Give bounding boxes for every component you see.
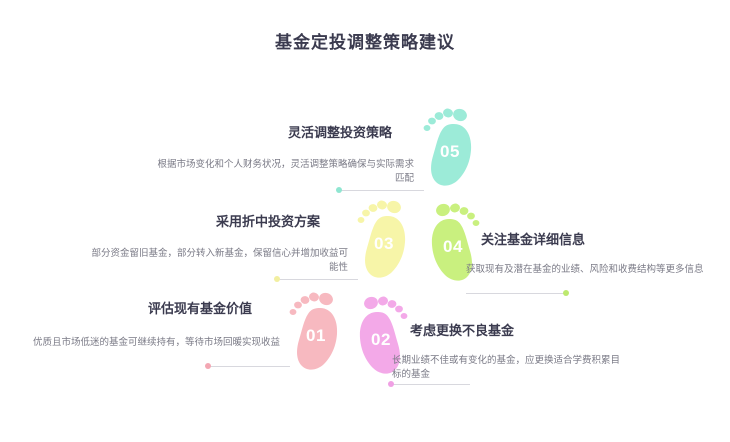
footprint-01-shape	[289, 292, 338, 370]
footprint-02-shape	[359, 296, 408, 374]
page-title: 基金定投调整策略建议	[275, 33, 455, 52]
footprint-05: 05	[423, 108, 476, 192]
item-04-body: 获取现有及潜在基金的业绩、风险和收费结构等更多信息	[466, 264, 704, 275]
footprint-02: 02	[355, 296, 408, 380]
foot-sole-04	[431, 219, 472, 281]
item-05-heading: 灵活调整投资策略	[288, 125, 393, 140]
item-04-heading: 关注基金详细信息	[481, 232, 586, 247]
foot-toes-01	[289, 292, 333, 315]
footprint-03: 03	[357, 200, 410, 284]
footprint-01-number: 01	[306, 326, 326, 345]
item-03-connector	[278, 279, 358, 280]
item-03-heading: 采用折中投资方案	[216, 214, 321, 229]
footprint-04-shape	[431, 203, 480, 281]
item-01-connector	[208, 366, 290, 367]
footprint-02-number: 02	[371, 330, 391, 349]
item-02-heading: 考虑更换不良基金	[410, 323, 515, 338]
item-01-heading: 评估现有基金价值	[148, 301, 253, 316]
foot-toes-02	[364, 296, 408, 319]
item-03-dot	[274, 276, 280, 282]
item-05-dot	[336, 187, 342, 193]
footprint-05-shape	[423, 108, 472, 186]
item-03-body: 部分资金留旧基金，部分转入新基金，保留信心并增加收益可能性	[91, 248, 348, 274]
footprint-03-shape	[357, 200, 406, 278]
footprint-01: 01	[289, 292, 342, 376]
item-01-dot	[205, 363, 211, 369]
item-02-dot	[388, 381, 394, 387]
item-02-body: 长期业绩不佳或有变化的基金，应更换适合学费积累目标的基金	[392, 355, 621, 381]
item-05-body: 根据市场变化和个人财务状况，灵活调整策略确保与实际需求匹配	[157, 159, 414, 185]
footprint-04-number: 04	[443, 237, 463, 256]
foot-sole-02	[359, 312, 400, 374]
footprint-05-number: 05	[440, 142, 460, 161]
foot-sole-03	[365, 216, 406, 278]
footprint-04: 04	[427, 203, 480, 287]
foot-sole-01	[297, 308, 338, 370]
foot-sole-05	[431, 124, 472, 186]
footprint-03-number: 03	[374, 234, 394, 253]
item-02-connector	[392, 384, 470, 385]
item-05-connector	[340, 190, 424, 191]
foot-toes-03	[357, 200, 401, 223]
item-04-dot	[563, 290, 569, 296]
item-01-body: 优质且市场低迷的基金可继续持有，等待市场回暖实现收益	[32, 337, 280, 348]
item-04-connector	[466, 293, 566, 294]
foot-toes-05	[423, 108, 467, 131]
foot-toes-04	[436, 203, 480, 226]
